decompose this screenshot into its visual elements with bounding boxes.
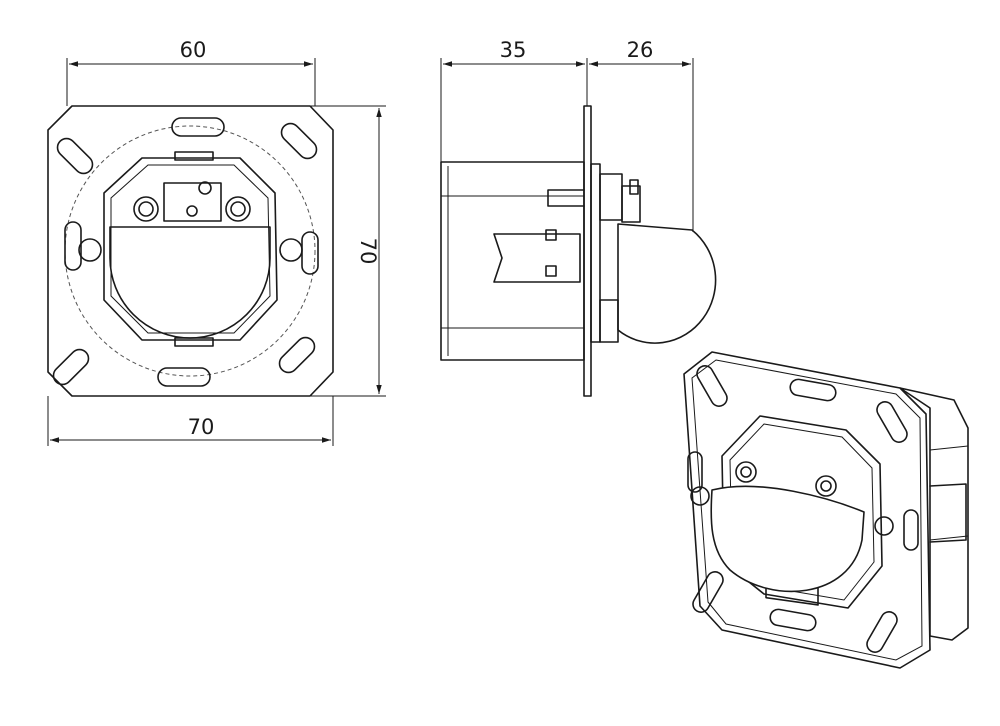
- dim-front-height: 70: [356, 238, 380, 265]
- dim-side-depth: 35: [500, 38, 527, 62]
- isometric-view: [683, 351, 969, 669]
- side-plate: [583, 105, 592, 397]
- dim-front-width-inner: 60: [180, 38, 207, 62]
- side-dimensions: 35 26: [440, 38, 694, 232]
- side-view: [440, 105, 717, 397]
- dim-side-protrusion: 26: [627, 38, 654, 62]
- side-lens-dome: [617, 223, 717, 344]
- side-box: [440, 161, 585, 361]
- mounting-plate: [47, 105, 334, 397]
- front-dimensions: 60 70 70: [47, 38, 386, 446]
- terminal-clamp: [163, 182, 222, 222]
- iso-lens: [710, 485, 865, 593]
- dim-front-width-outer: 70: [188, 415, 215, 439]
- sensor-lens: [109, 226, 271, 339]
- front-view: [47, 105, 334, 397]
- module-body: [103, 157, 278, 341]
